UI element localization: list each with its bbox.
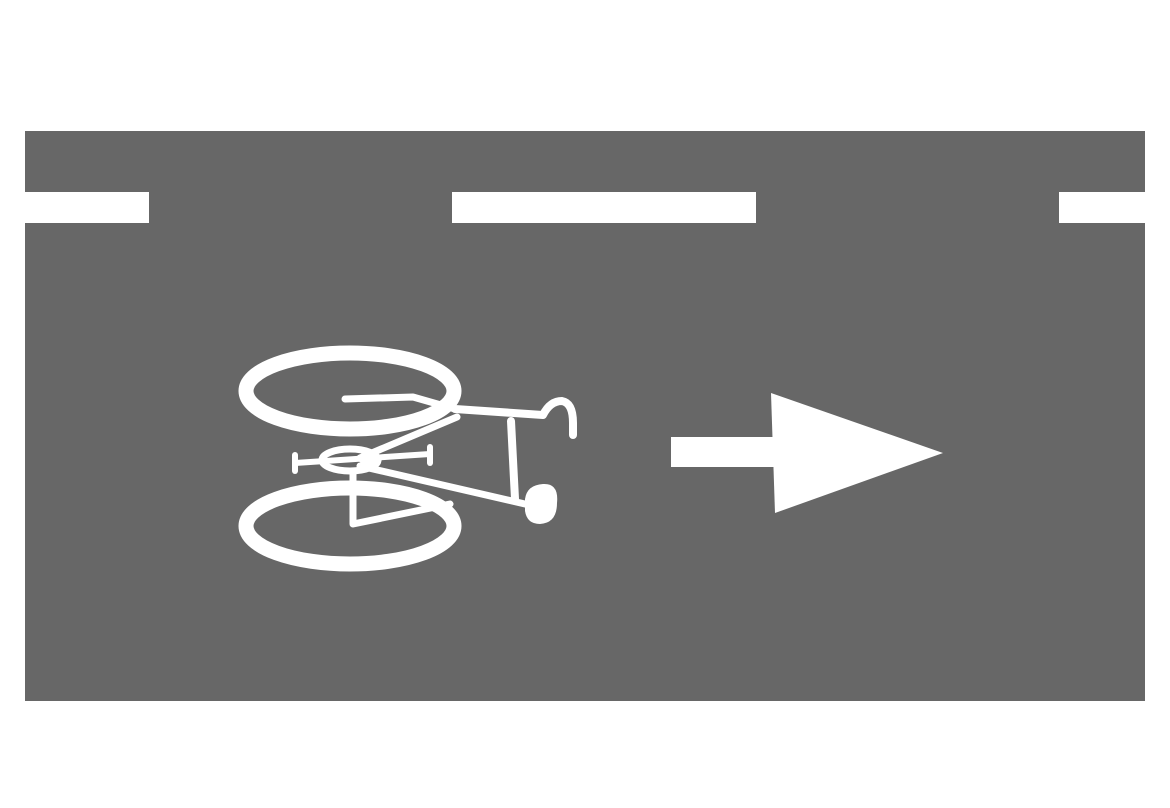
bicycle-saddle bbox=[525, 483, 558, 524]
bicycle-icon bbox=[238, 345, 577, 572]
bike-lane-road bbox=[25, 131, 1145, 701]
bicycle-hub bbox=[358, 453, 382, 465]
arrow-right-icon bbox=[671, 393, 943, 513]
lane-dash-middle bbox=[452, 192, 756, 223]
road-marking bbox=[238, 345, 943, 572]
lane-dash-left bbox=[25, 192, 149, 223]
lane-dash-right bbox=[1059, 192, 1145, 223]
